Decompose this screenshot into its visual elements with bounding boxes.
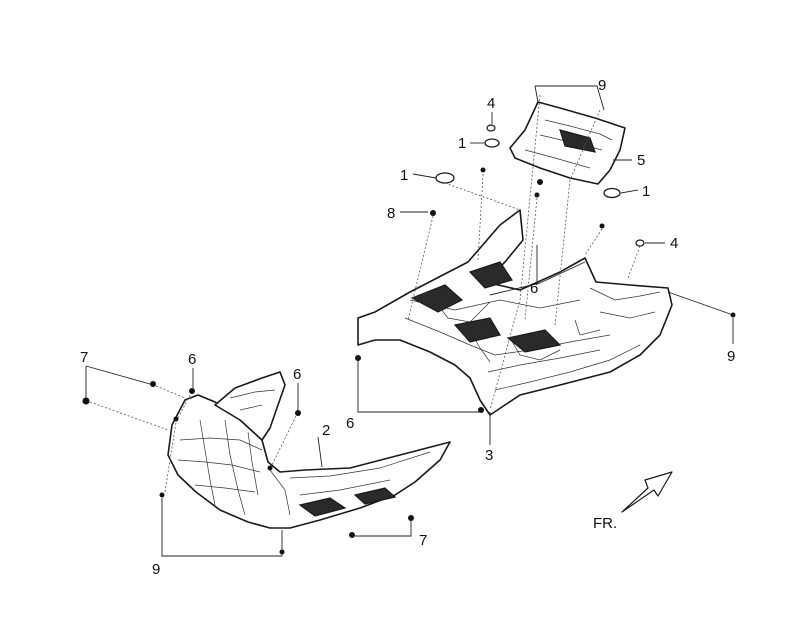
screw-9-a (159, 492, 165, 498)
callout-5: 5 (637, 152, 645, 169)
clip-6-e (295, 410, 301, 416)
callout-6-left1: 6 (188, 351, 196, 368)
floor-panel-part-3 (357, 209, 673, 416)
front-cover-part-2 (167, 371, 451, 529)
grommet-1-top (484, 138, 500, 148)
clip-upper-b (534, 192, 540, 198)
screw-7-d (408, 515, 414, 521)
clip-6-d (173, 416, 179, 422)
arrow-icon (621, 471, 673, 513)
callout-1-top: 1 (458, 135, 466, 152)
callout-9-top: 9 (598, 77, 606, 94)
leader-lines-lower (85, 365, 412, 557)
callout-6-left2: 6 (293, 366, 301, 383)
callout-1-right: 1 (642, 183, 650, 200)
callout-8: 8 (387, 205, 395, 222)
fasteners-upper (355, 124, 736, 413)
callout-7-left: 7 (80, 349, 88, 366)
callout-7-bottom: 7 (419, 532, 427, 549)
clip-upper-c (599, 223, 605, 229)
cap-4-top (486, 124, 496, 132)
clip-6-a (355, 355, 361, 361)
screw-7-c (349, 532, 355, 538)
callout-3: 3 (485, 447, 493, 464)
callout-2: 2 (322, 422, 330, 439)
bolt-8 (430, 210, 436, 216)
screw-7-b (150, 381, 156, 387)
cover-part-5 (509, 101, 626, 185)
clip-6-b (478, 407, 484, 413)
callout-6-lower: 6 (346, 415, 354, 432)
callout-4-top: 4 (487, 95, 495, 112)
clip-upper-d (537, 179, 543, 185)
fasteners-lower (82, 381, 414, 555)
callout-9-right: 9 (727, 348, 735, 365)
screw-7-a (82, 397, 90, 405)
leader-lines-upper (357, 85, 734, 445)
clip-6-c (189, 388, 195, 394)
grommet-1-left (435, 172, 455, 184)
cap-4-right (635, 239, 645, 247)
callout-6-mid: 6 (530, 280, 538, 297)
grommet-1-right (603, 187, 621, 199)
callout-1-left: 1 (400, 167, 408, 184)
callout-labels: 9 4 1 5 1 1 8 4 6 9 6 3 7 6 6 2 7 9 (80, 77, 735, 578)
front-direction-indicator: FR. (593, 471, 673, 532)
callout-4-right: 4 (670, 235, 678, 252)
clip-upper-a (480, 167, 486, 173)
front-direction-label: FR. (593, 515, 617, 532)
callout-9-bottom: 9 (152, 561, 160, 578)
clip-6-f (267, 465, 273, 471)
